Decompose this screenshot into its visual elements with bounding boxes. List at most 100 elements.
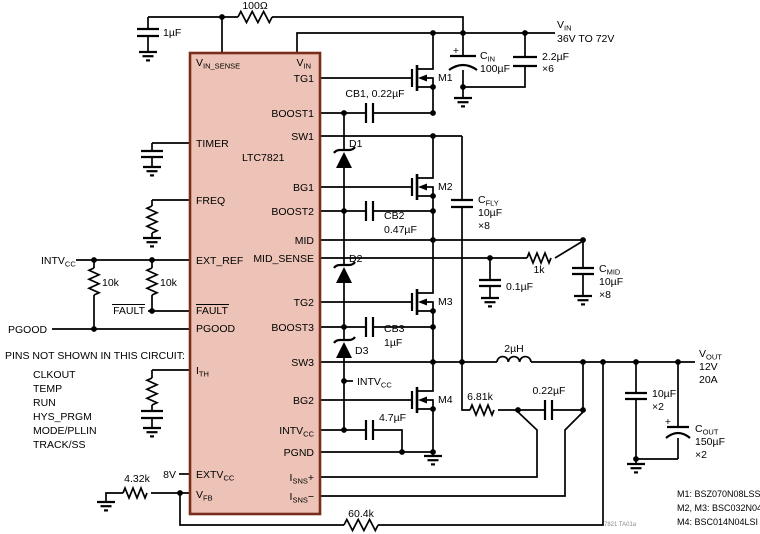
label-cfly-qty: ×8	[478, 220, 490, 232]
resistor-4p32k	[122, 485, 148, 501]
pin-boost3: BOOST3	[271, 322, 314, 334]
ground-symbol	[141, 236, 163, 248]
ground-symbol	[95, 500, 117, 512]
label-cb3: CB3	[384, 323, 405, 335]
resistor-100ohm	[237, 9, 273, 25]
note-unused-pin: HYS_PRGM	[33, 411, 92, 423]
label-d2: D2	[349, 253, 363, 265]
cap-cb1	[364, 103, 375, 123]
pin-boost2: BOOST2	[271, 206, 314, 218]
net-fault: FAULT	[113, 305, 145, 317]
label-1uf: 1µF	[163, 27, 181, 39]
ic-body	[188, 51, 322, 516]
label-6p81k: 6.81k	[467, 391, 493, 403]
diode-d3	[333, 336, 356, 358]
label-2uh: 2µH	[504, 343, 523, 355]
label-cout: COUT	[695, 423, 719, 437]
ic-ltc7821: LTC7821 VIN_SENSE TIMER FREQ EXT_REF FAU…	[188, 51, 322, 516]
net-vout-voltage: 12V	[699, 361, 718, 373]
label-cmid-val: 10µF	[599, 276, 623, 288]
cap-ith	[141, 409, 163, 420]
cap-0p22uf	[543, 400, 554, 420]
label-m3: M3	[438, 296, 453, 308]
diode-d1	[333, 146, 356, 168]
resistor-10k-fault	[144, 267, 160, 296]
label-4p7uf: 4.7µF	[379, 412, 406, 424]
pin-intvcc: INTVCC	[279, 425, 314, 439]
pin-ith: ITH	[196, 365, 209, 379]
label-cb2-val: 0.47µF	[384, 224, 417, 236]
note-unused-pin: RUN	[33, 397, 56, 409]
cap-10uf-out	[625, 391, 647, 401]
cap-1uf	[137, 27, 159, 38]
label-cout-val: 150µF	[695, 436, 725, 448]
resistor-1k	[526, 250, 552, 266]
label-cfly: CFLY	[478, 194, 499, 208]
mosfet-m4	[410, 362, 434, 452]
label-60p4k: 60.4k	[348, 508, 374, 520]
resistor-ith	[144, 377, 160, 406]
pin-boost1: BOOST1	[271, 108, 314, 120]
label-d3: D3	[355, 345, 369, 357]
pin-sw3: SW3	[291, 357, 314, 369]
label-10k-fault: 10k	[160, 277, 178, 289]
pin-vin-sense: VIN_SENSE	[196, 57, 240, 71]
note-unused-pins-title: PINS NOT SHOWN IN THIS CIRCUIT:	[5, 350, 185, 362]
mosfet-m1	[410, 33, 434, 113]
pin-tg2: TG2	[294, 297, 315, 309]
ground-symbol	[479, 296, 501, 308]
inductor-2uh	[496, 355, 532, 363]
label-0p22uf: 0.22µF	[533, 385, 566, 397]
pin-isns-minus: ISNS−	[290, 491, 314, 505]
cin-plus: +	[453, 45, 459, 57]
note-mosfet-m2-m3: M2, M3: BSC032N04LS	[677, 503, 760, 513]
pin-tg1: TG1	[294, 73, 315, 85]
ground-symbol	[452, 96, 474, 108]
label-m2: M2	[438, 181, 453, 193]
label-cb1: CB1, 0.22µF	[345, 88, 404, 100]
cap-cb2	[364, 201, 375, 221]
label-cin-val: 100µF	[480, 63, 510, 75]
cap-cmid	[572, 266, 594, 276]
label-m1: M1	[438, 72, 453, 84]
ic-part-number: LTC7821	[242, 152, 285, 164]
net-8v: 8V	[163, 469, 176, 481]
label-2p2uf: 2.2µF	[542, 51, 569, 63]
net-vin-spec: 36V TO 72V	[557, 33, 614, 45]
label-cmid: CMID	[599, 263, 621, 277]
pin-freq: FREQ	[196, 195, 225, 207]
pin-pgood: PGOOD	[196, 323, 236, 335]
pin-timer: TIMER	[196, 138, 229, 150]
label-100ohm: 100Ω	[242, 0, 268, 12]
labels: 100Ω 1µF VIN 36V TO 72V + CIN 100µF 2.2µ…	[5, 0, 760, 528]
pin-bg1: BG1	[293, 182, 314, 194]
doc-ref: 7821 TA01a	[604, 522, 637, 528]
ground-symbol	[625, 462, 647, 474]
note-unused-pin: TEMP	[33, 383, 62, 395]
net-intvcc-tap: INTVCC	[357, 376, 392, 390]
label-cout-qty: ×2	[695, 449, 707, 461]
cap-timer	[141, 149, 163, 159]
pin-sw1: SW1	[291, 131, 314, 143]
ground-symbol	[141, 165, 163, 177]
resistor-6p81k	[469, 402, 495, 418]
pin-vin: VIN	[296, 57, 311, 71]
resistor-10k-pgood	[86, 267, 102, 296]
net-intvcc-pullup: INTVCC	[41, 255, 76, 269]
label-10k-pgood: 10k	[102, 277, 120, 289]
note-unused-pin: TRACK/SS	[33, 439, 86, 451]
note-unused-pin: CLKOUT	[33, 369, 76, 381]
diodes	[333, 146, 356, 358]
note-mosfet-m1: M1: BSZ070N08LSS	[677, 489, 760, 499]
cout-plus: +	[665, 416, 671, 428]
note-unused-pin: MODE/PLLIN	[33, 425, 97, 437]
label-d1: D1	[349, 138, 363, 150]
pin-mid: MID	[295, 235, 315, 247]
net-vout: VOUT	[699, 348, 722, 362]
label-cin: CIN	[480, 50, 495, 64]
cap-4p7uf	[364, 420, 375, 440]
mosfets	[410, 33, 434, 452]
label-m4: M4	[438, 394, 453, 406]
ground-symbol	[572, 294, 594, 306]
label-cb2: CB2	[384, 210, 405, 222]
